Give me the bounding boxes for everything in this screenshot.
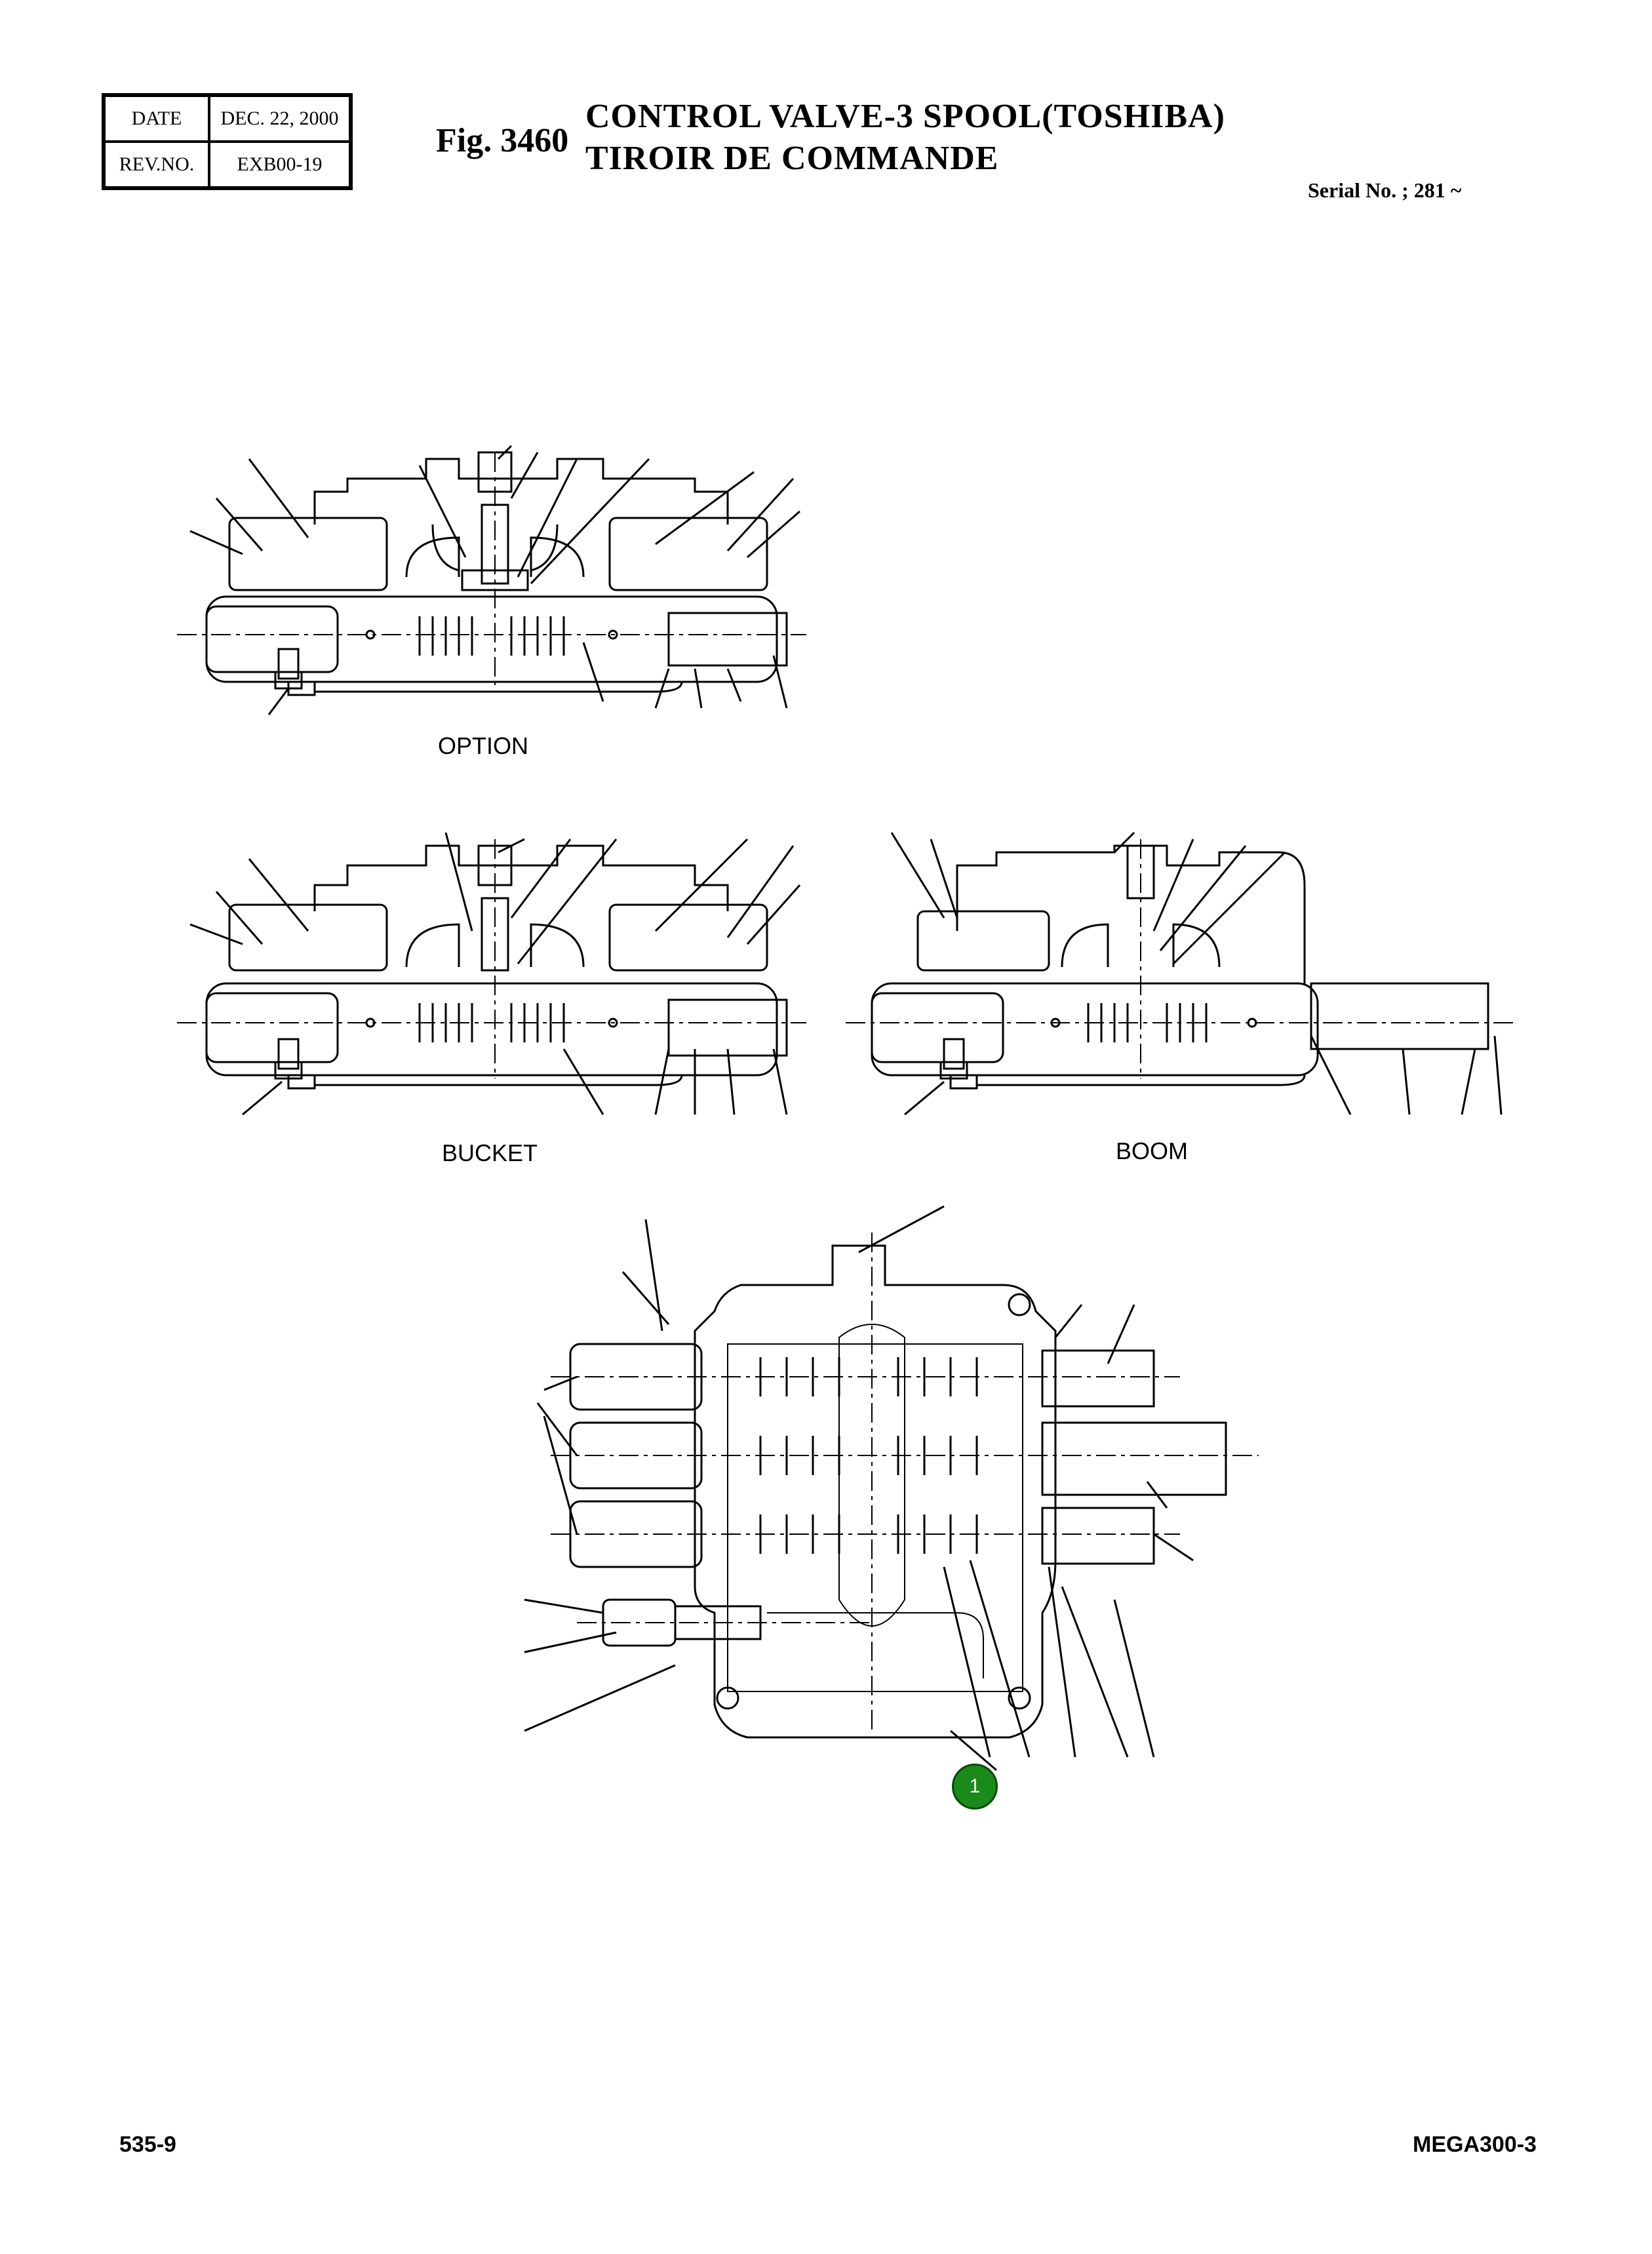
figure-number: Fig. 3460 <box>436 122 569 159</box>
boom-view-label: BOOM <box>1116 1137 1189 1164</box>
part-callout-1[interactable]: 1 <box>952 1764 998 1809</box>
page-title: CONTROL VALVE-3 SPOOL(TOSHIBA) <box>585 98 1225 135</box>
date-value: DEC. 22, 2000 <box>209 96 350 142</box>
page-number: 535-9 <box>119 2132 176 2157</box>
rev-value: EXB00-19 <box>209 142 350 188</box>
option-view-drawing <box>177 446 806 715</box>
rev-label: REV.NO. <box>104 142 209 188</box>
date-label: DATE <box>104 96 209 142</box>
revision-table: DATE DEC. 22, 2000 REV.NO. EXB00-19 <box>102 93 353 190</box>
serial-number: Serial No. ; 281 ~ <box>1308 178 1462 202</box>
bucket-view-drawing <box>177 833 806 1115</box>
option-view-label: OPTION <box>438 732 529 759</box>
model-number: MEGA300-3 <box>1413 2132 1537 2157</box>
boom-view-drawing <box>846 833 1514 1115</box>
page-subtitle: TIROIR DE COMMANDE <box>585 140 999 177</box>
bucket-view-label: BUCKET <box>442 1139 538 1166</box>
section-view-drawing <box>524 1206 1259 1770</box>
